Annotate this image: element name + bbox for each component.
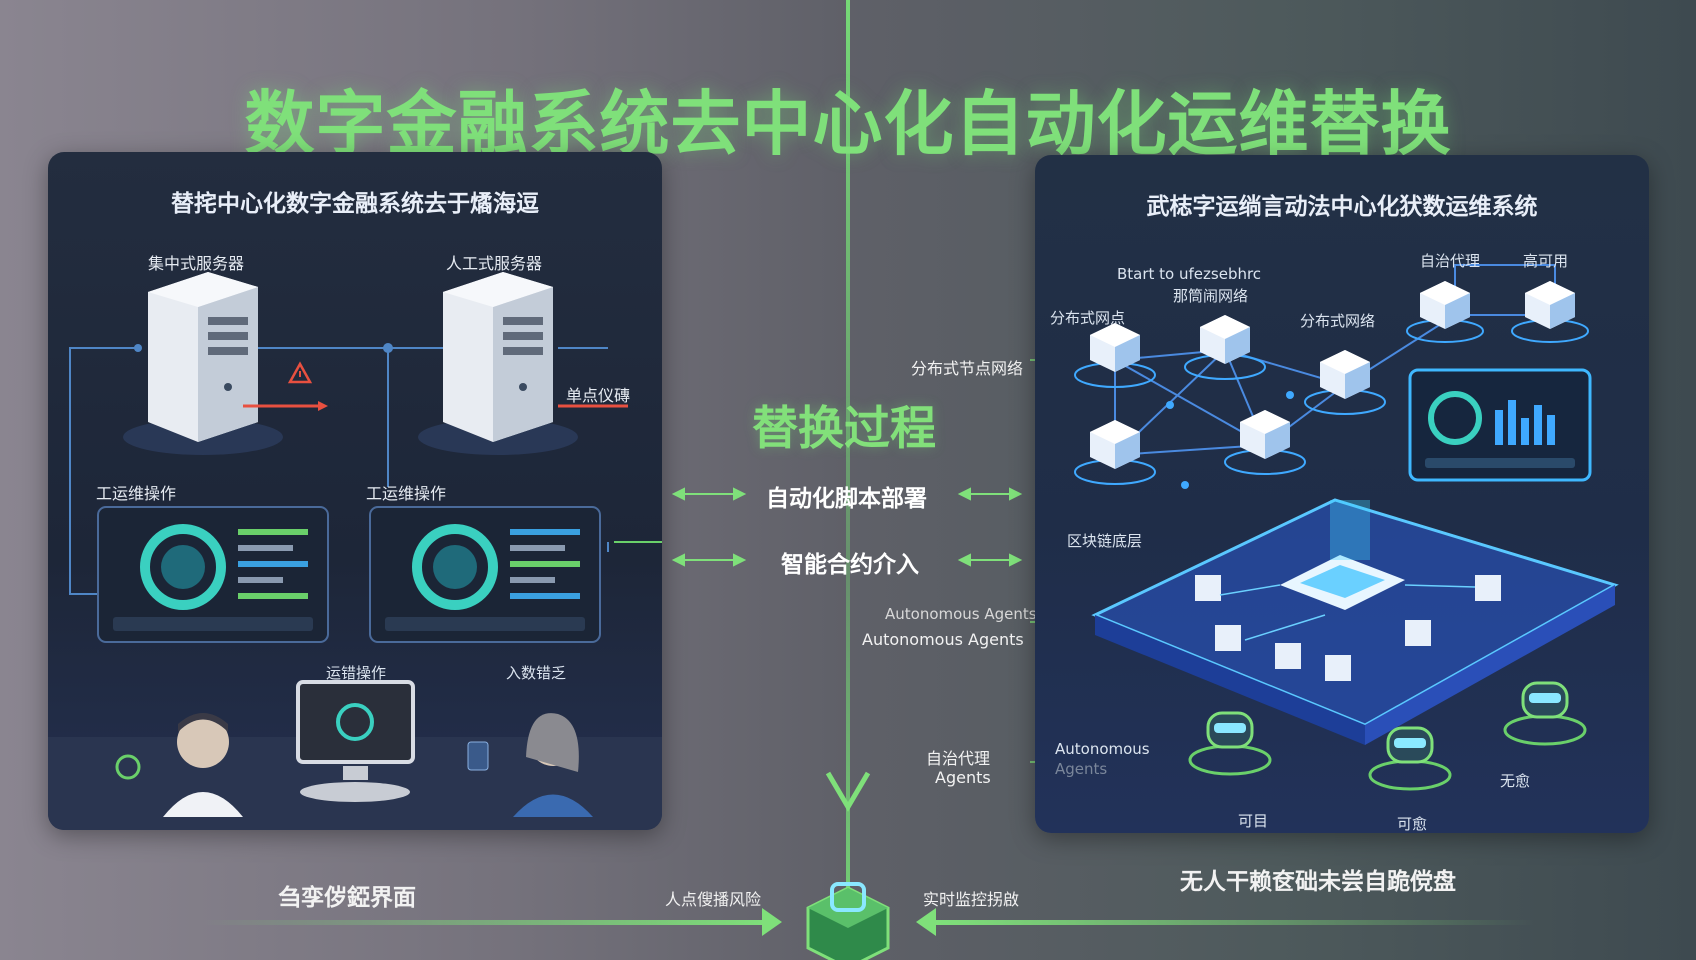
node-cube-icon bbox=[1074, 420, 1156, 485]
bottom-right-label: 无人干赖奁础未尝自跪傥盘 bbox=[1180, 869, 1456, 895]
operator-person-icon bbox=[467, 713, 593, 817]
dist-network-label: 分布式网络 bbox=[1300, 312, 1376, 330]
down-arrow-icon bbox=[825, 771, 871, 812]
monitoring-screen-icon bbox=[1408, 368, 1592, 482]
dist-node-label: 分布式网点 bbox=[1050, 309, 1126, 327]
high-availability-label: 高可用 bbox=[1523, 252, 1569, 270]
single-point-label: 单点仪磚 bbox=[566, 386, 631, 405]
centralized-system-panel: 替挓中心化数字金融系统去于燏海逗 bbox=[48, 152, 662, 830]
robot-agent-icon bbox=[1368, 726, 1452, 791]
agents-label-2: Autonomous Agents bbox=[862, 630, 1024, 649]
node-cube-icon bbox=[1184, 315, 1266, 380]
warning-icon bbox=[287, 361, 313, 384]
process-title: 替换过程 bbox=[752, 401, 936, 455]
self-agent-en-label: Agents bbox=[935, 768, 991, 787]
decentralized-diagram bbox=[1074, 264, 1619, 791]
server-label-2: 人工式服务器 bbox=[446, 254, 543, 273]
node-cube-icon bbox=[1406, 281, 1484, 343]
robot-agent-icon bbox=[1188, 711, 1272, 776]
center-beam bbox=[846, 0, 850, 960]
node-cube-icon bbox=[1074, 323, 1156, 388]
blockchain-layer-label: 区块链底层 bbox=[1067, 532, 1143, 550]
node-network-label: 分布式节点网络 bbox=[911, 359, 1024, 378]
bottom-left-label: 刍孪㑕錏界面 bbox=[278, 885, 416, 911]
robot-label-1: 可目 bbox=[1238, 812, 1269, 830]
server-label-1: 集中式服务器 bbox=[148, 254, 245, 273]
people-label-2: 入数错乏 bbox=[506, 664, 567, 682]
node-cube-icon bbox=[1304, 350, 1386, 415]
monitor-icon bbox=[296, 680, 415, 802]
self-agent-zh-label: 自治代理 bbox=[926, 749, 991, 768]
ops-label-2: 工运维操作 bbox=[366, 484, 447, 503]
start-text-2: 那筒闹网络 bbox=[1173, 287, 1249, 305]
autonomous-label: Autonomous bbox=[1055, 740, 1150, 758]
monitor-label: 实时监控拐啟 bbox=[923, 890, 1020, 909]
agents-label-1: Autonomous Agents bbox=[885, 605, 1037, 623]
dashboard-icon bbox=[97, 506, 329, 643]
decentralized-system-panel: 武梽字运绱言动法中心化犾数运维系统 bbox=[1035, 155, 1649, 833]
autonomous-faded-label: Agents bbox=[1055, 760, 1108, 778]
risk-label: 人点傁播风险 bbox=[665, 890, 762, 909]
server-icon bbox=[123, 272, 283, 455]
robot-agent-icon bbox=[1503, 681, 1587, 746]
people-label-1: 运错操作 bbox=[326, 664, 387, 682]
node-cube-icon bbox=[1224, 410, 1306, 475]
process-arrows bbox=[671, 487, 1023, 567]
blockchain-platform-icon bbox=[1091, 498, 1619, 745]
server-icon bbox=[418, 272, 578, 455]
robot-label-2: 可愈 bbox=[1397, 815, 1428, 833]
operator-person-icon bbox=[115, 713, 243, 817]
left-panel-title: 替挓中心化数字金融系统去于燏海逗 bbox=[171, 191, 539, 217]
start-text-1: Btart to ufezsebhrc bbox=[1117, 265, 1262, 283]
page-title: 数字金融系统去中心化自动化运维替换 bbox=[244, 83, 1452, 165]
step-automation-script: 自动化脚本部署 bbox=[766, 486, 927, 512]
bottom-flow-arrows bbox=[200, 882, 1535, 960]
centralized-diagram bbox=[48, 272, 662, 830]
step-smart-contract: 智能合约介入 bbox=[781, 552, 919, 578]
dashboard-icon bbox=[369, 506, 601, 643]
center-cube-icon bbox=[806, 882, 890, 960]
node-cube-icon bbox=[1511, 281, 1589, 343]
small-node-icons bbox=[1195, 575, 1501, 681]
robot-label-3: 无愈 bbox=[1500, 772, 1531, 790]
self-agent-label: 自治代理 bbox=[1420, 252, 1481, 270]
right-panel-title: 武梽字运绱言动法中心化犾数运维系统 bbox=[1146, 194, 1538, 220]
ops-label-1: 工运维操作 bbox=[96, 484, 177, 503]
